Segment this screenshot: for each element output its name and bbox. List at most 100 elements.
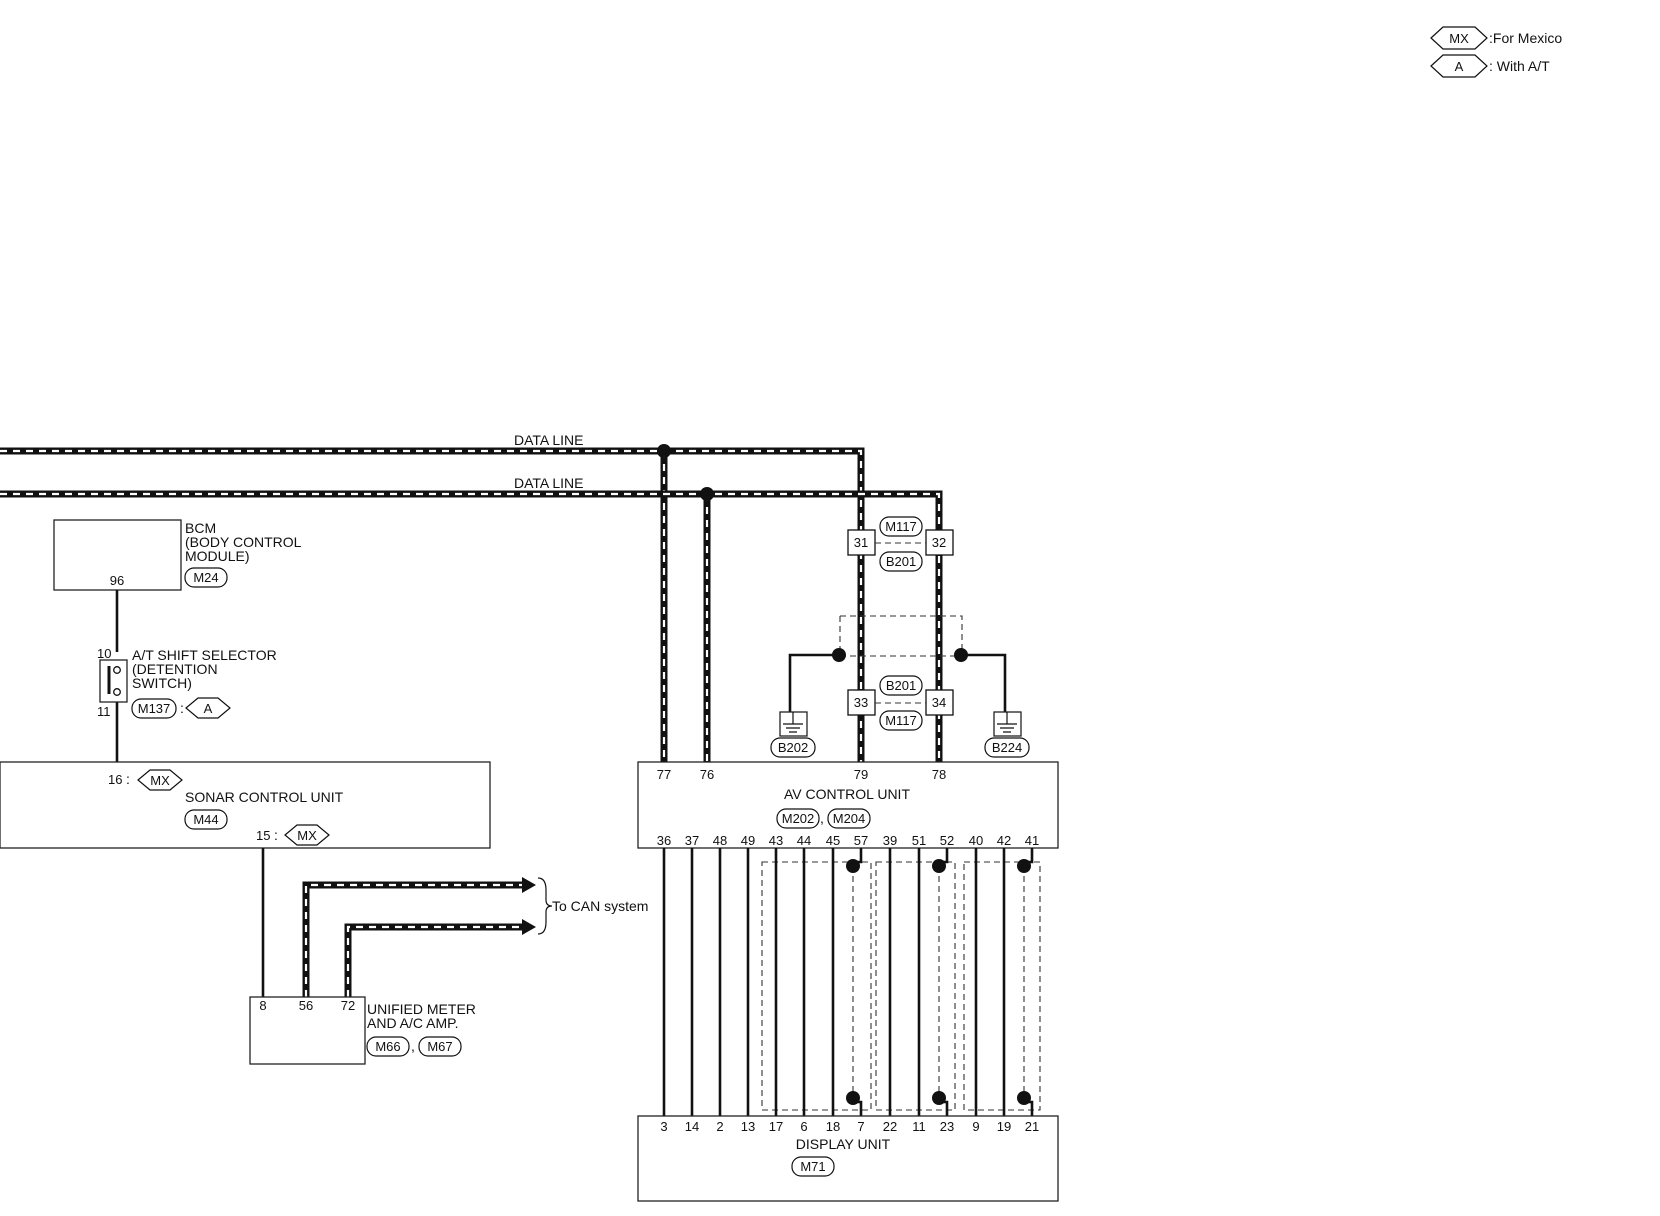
joint-pin: 34	[932, 695, 946, 710]
connector-tag	[984, 737, 1030, 758]
shift-selector-switch: 10 11 A/T SHIFT SELECTOR (DETENTION SWIT…	[97, 646, 277, 719]
display-pin: 11	[912, 1119, 926, 1134]
joint-pin: 31	[854, 535, 868, 550]
joint-connector: B201	[886, 678, 916, 693]
display-pin: 7	[857, 1119, 864, 1134]
joint-pin: 32	[932, 535, 946, 550]
display-pin: 3	[660, 1119, 667, 1134]
display-label: DISPLAY UNIT	[796, 1136, 891, 1152]
display-pin: 17	[769, 1119, 783, 1134]
av-bottom-pin: 39	[883, 833, 897, 848]
condition-tag-icon	[185, 697, 231, 719]
display-pin: 22	[883, 1119, 897, 1134]
ground-icon	[779, 711, 808, 737]
connector-tag	[879, 675, 923, 696]
splice-dot	[700, 487, 714, 501]
display-pin: 13	[741, 1119, 755, 1134]
connector-tag	[184, 809, 228, 830]
av-bottom-pin: 45	[826, 833, 840, 848]
condition-tag-icon	[1430, 26, 1488, 50]
av-bottom-pin: 44	[797, 833, 811, 848]
av-box	[637, 761, 1059, 849]
condition-tag-icon	[284, 824, 330, 846]
av-bottom-pin: 40	[969, 833, 983, 848]
splice-dot	[954, 648, 968, 662]
switch-condition: A	[204, 701, 213, 716]
connector-tag	[131, 698, 177, 719]
connector-tag	[827, 808, 871, 829]
separator: :	[274, 827, 278, 843]
legend-code: A	[1455, 59, 1464, 74]
av-bottom-pin: 51	[912, 833, 926, 848]
data-line-1	[0, 444, 865, 762]
connector-tag	[879, 710, 923, 731]
av-top-pin: 79	[854, 767, 868, 782]
av-top-pin: 77	[657, 767, 671, 782]
sonar-box	[0, 761, 491, 849]
av-bottom-pin: 41	[1025, 833, 1039, 848]
meter-label: UNIFIED METER	[367, 1001, 476, 1017]
bcm-label: (BODY CONTROL	[185, 534, 302, 550]
signal-wires	[662, 848, 1041, 1116]
unified-meter: 8 56 72 UNIFIED METER AND A/C AMP. M66 ,…	[249, 996, 476, 1065]
condition-tag-icon	[137, 769, 183, 791]
can-label: To CAN system	[552, 898, 648, 914]
av-bottom-pin: 36	[657, 833, 671, 848]
connector-tag	[418, 1036, 462, 1057]
display-pin: 6	[800, 1119, 807, 1134]
arrow-right-icon	[522, 877, 536, 893]
legend-item-at: A : With A/T	[1430, 54, 1550, 78]
display-pin: 9	[972, 1119, 979, 1134]
switch-pin: 10	[97, 646, 111, 661]
bcm-module: 96 BCM (BODY CONTROL MODULE) M24	[53, 519, 302, 591]
ground-icon	[993, 711, 1022, 737]
cable-shield	[963, 861, 1041, 1111]
display-box	[637, 1115, 1059, 1202]
sonar-pin-top: 16	[108, 772, 122, 787]
ground-branches: B202 B224	[770, 615, 1030, 758]
splice-dot	[932, 859, 946, 873]
brace-icon	[537, 877, 553, 935]
display-pin: 18	[826, 1119, 840, 1134]
meter-pin: 72	[341, 998, 355, 1013]
av-bottom-pin: 57	[854, 833, 868, 848]
bcm-label: MODULE)	[185, 548, 250, 564]
display-pin: 19	[997, 1119, 1011, 1134]
connector-tag	[879, 551, 923, 572]
comma: ,	[820, 810, 824, 826]
connector-tag	[776, 808, 820, 829]
meter-box	[249, 996, 366, 1065]
ground-connector: B202	[778, 740, 808, 755]
av-bottom-pin: 42	[997, 833, 1011, 848]
separator: :	[180, 700, 184, 716]
splice-dot	[932, 1091, 946, 1105]
meter-label: AND A/C AMP.	[367, 1015, 459, 1031]
meter-pin: 8	[259, 998, 266, 1013]
display-connector: M71	[800, 1159, 825, 1174]
av-control-unit: 77 76 79 78 AV CONTROL UNIT M202 , M204 …	[637, 761, 1059, 849]
av-connector: M202	[782, 811, 815, 826]
switch-label: SWITCH)	[132, 675, 192, 691]
av-top-pin: 78	[932, 767, 946, 782]
arrow-right-icon	[522, 919, 536, 935]
joint-connector: B201	[886, 554, 916, 569]
connector-tag	[791, 1156, 835, 1177]
bcm-connector: M24	[193, 570, 218, 585]
cable-shield	[875, 861, 956, 1111]
switch-pin: 11	[97, 704, 111, 719]
switch-box	[99, 659, 128, 703]
joint-connector-lower: 33 34 B201 M117	[847, 675, 954, 731]
display-pin: 14	[685, 1119, 699, 1134]
av-bottom-pin: 49	[741, 833, 755, 848]
data-line-label: DATA LINE	[514, 432, 584, 448]
av-bottom-pin: 48	[713, 833, 727, 848]
joint-pin: 33	[854, 695, 868, 710]
display-pin: 23	[940, 1119, 954, 1134]
splice-dot	[1017, 1091, 1031, 1105]
ground-connector: B224	[992, 740, 1022, 755]
meter-pin: 56	[299, 998, 313, 1013]
